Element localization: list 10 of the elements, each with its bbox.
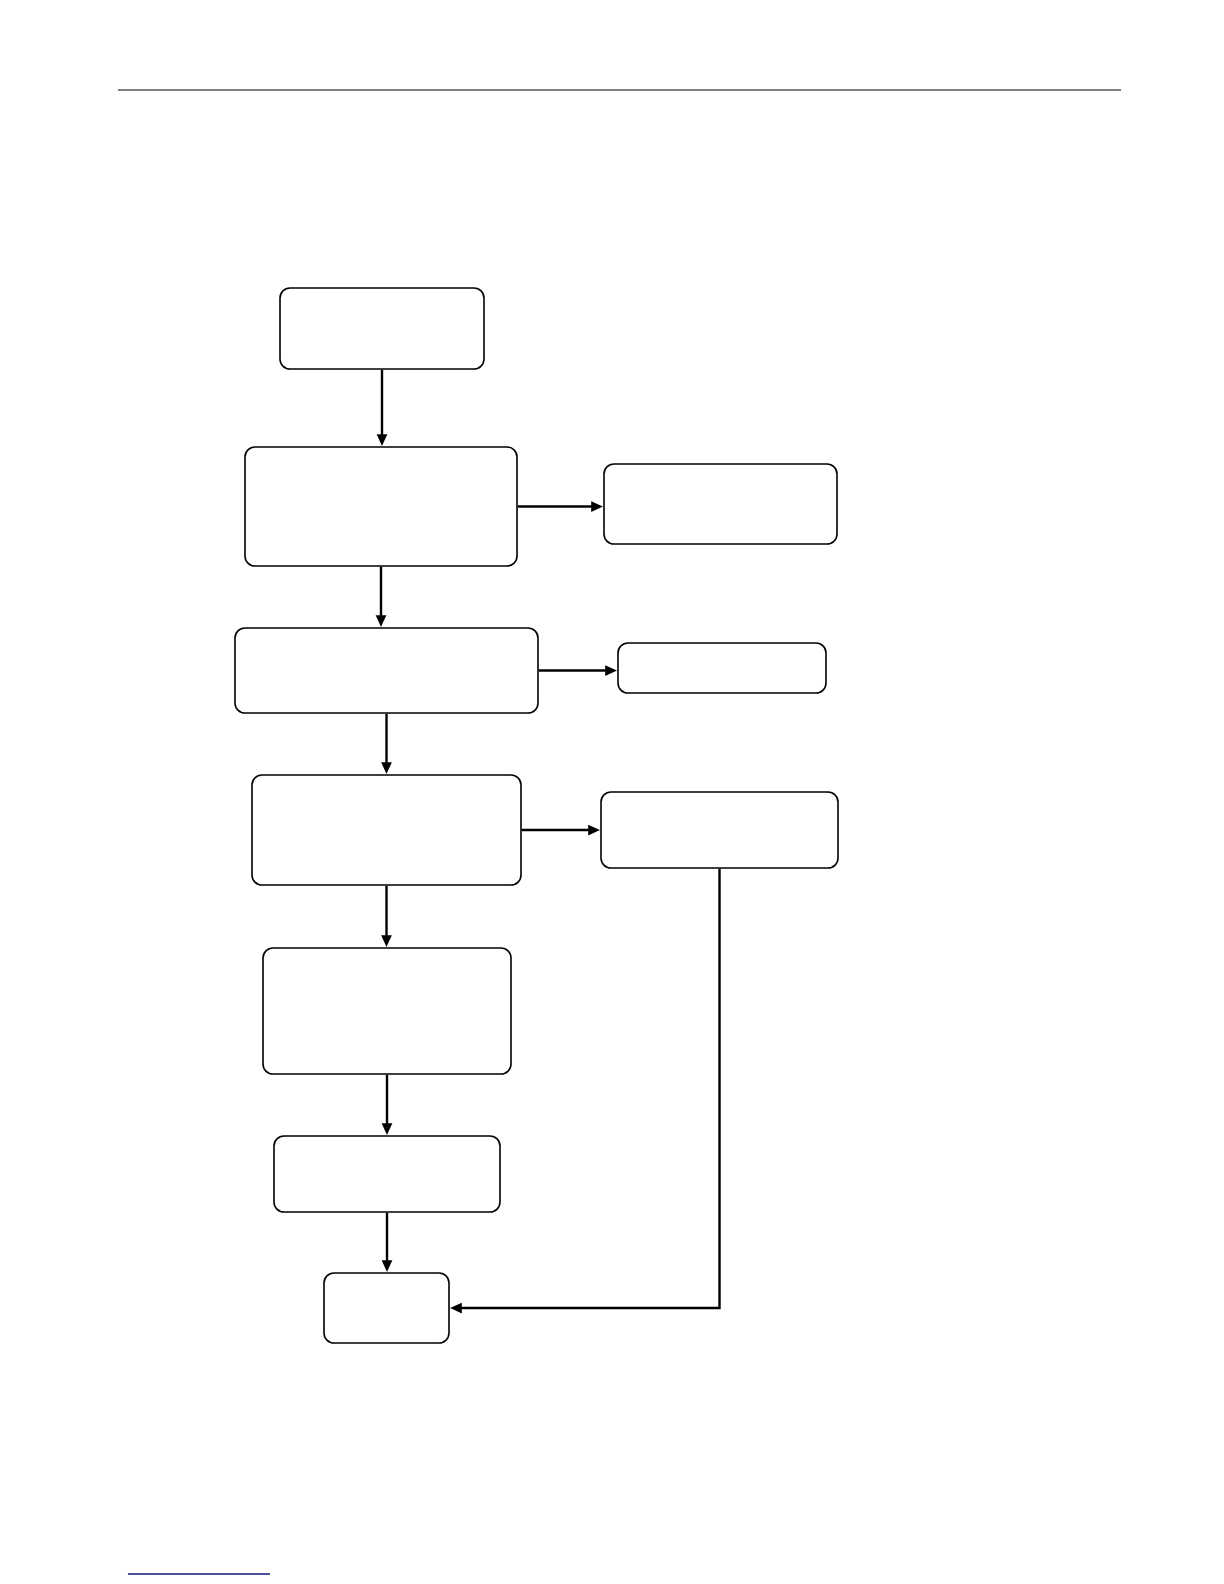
process-box — [600, 791, 839, 869]
process-box — [244, 446, 518, 567]
process-box — [323, 1272, 450, 1344]
process-box — [273, 1135, 501, 1213]
process-box — [279, 287, 485, 370]
process-box — [617, 642, 827, 694]
process-box — [234, 627, 539, 714]
process-box — [251, 774, 522, 886]
process-box — [603, 463, 838, 545]
process-box — [262, 947, 512, 1075]
